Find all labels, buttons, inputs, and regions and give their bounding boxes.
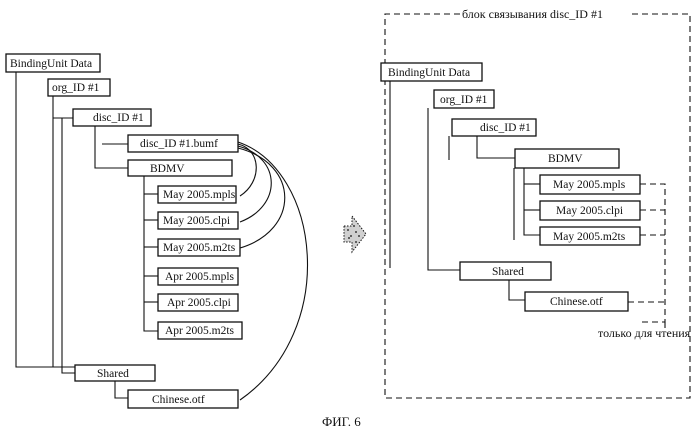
bdmv-label: BDMV	[150, 163, 185, 175]
binding-curve	[238, 144, 256, 196]
file-label: May 2005.clpi	[556, 205, 623, 217]
disc-id-label: disc_ID #1	[480, 122, 531, 134]
connector	[524, 167, 540, 235]
connector	[16, 72, 80, 367]
connector	[509, 280, 525, 300]
connector	[115, 381, 128, 398]
connector	[95, 126, 128, 168]
file-label: Apr 2005.clpi	[167, 297, 231, 309]
file-label: May 2005.m2ts	[553, 231, 626, 243]
file-label: May 2005.clpi	[163, 215, 230, 227]
figure-caption: ФИГ. 6	[322, 414, 361, 429]
left-tree: BindingUnit Data org_ID #1 disc_ID #1 di…	[6, 54, 307, 408]
connector	[62, 118, 75, 373]
binding-curve	[238, 142, 307, 400]
file-label: May 2005.m2ts	[163, 242, 236, 254]
binding-curve	[238, 148, 285, 248]
connector	[477, 136, 515, 158]
binding-unit-label: BindingUnit Data	[388, 67, 470, 79]
font-file-label: Chinese.otf	[152, 394, 205, 406]
file-label: May 2005.mpls	[553, 179, 626, 191]
connector	[144, 176, 158, 331]
readonly-label: только для чтения	[598, 326, 691, 340]
binding-unit-label: BindingUnit Data	[10, 58, 92, 70]
org-id-label: org_ID #1	[440, 94, 488, 106]
file-label: Apr 2005.m2ts	[165, 325, 235, 337]
shared-label: Shared	[97, 368, 129, 380]
file-label: Apr 2005.mpls	[165, 271, 235, 283]
org-id-label: org_ID #1	[52, 82, 100, 94]
bdmv-label: BDMV	[548, 153, 583, 165]
disc-id-label: disc_ID #1	[93, 112, 144, 124]
frame-label: блок связывания disc_ID #1	[462, 7, 603, 21]
file-label: May 2005.mpls	[163, 189, 236, 201]
readonly-bracket	[640, 184, 665, 322]
dotted-arrow-icon	[344, 216, 366, 252]
shared-label: Shared	[492, 266, 524, 278]
right-tree: блок связывания disc_ID #1 только для чт…	[381, 7, 691, 398]
bumf-label: disc_ID #1.bumf	[140, 138, 218, 150]
font-file-label: Chinese.otf	[550, 296, 603, 308]
